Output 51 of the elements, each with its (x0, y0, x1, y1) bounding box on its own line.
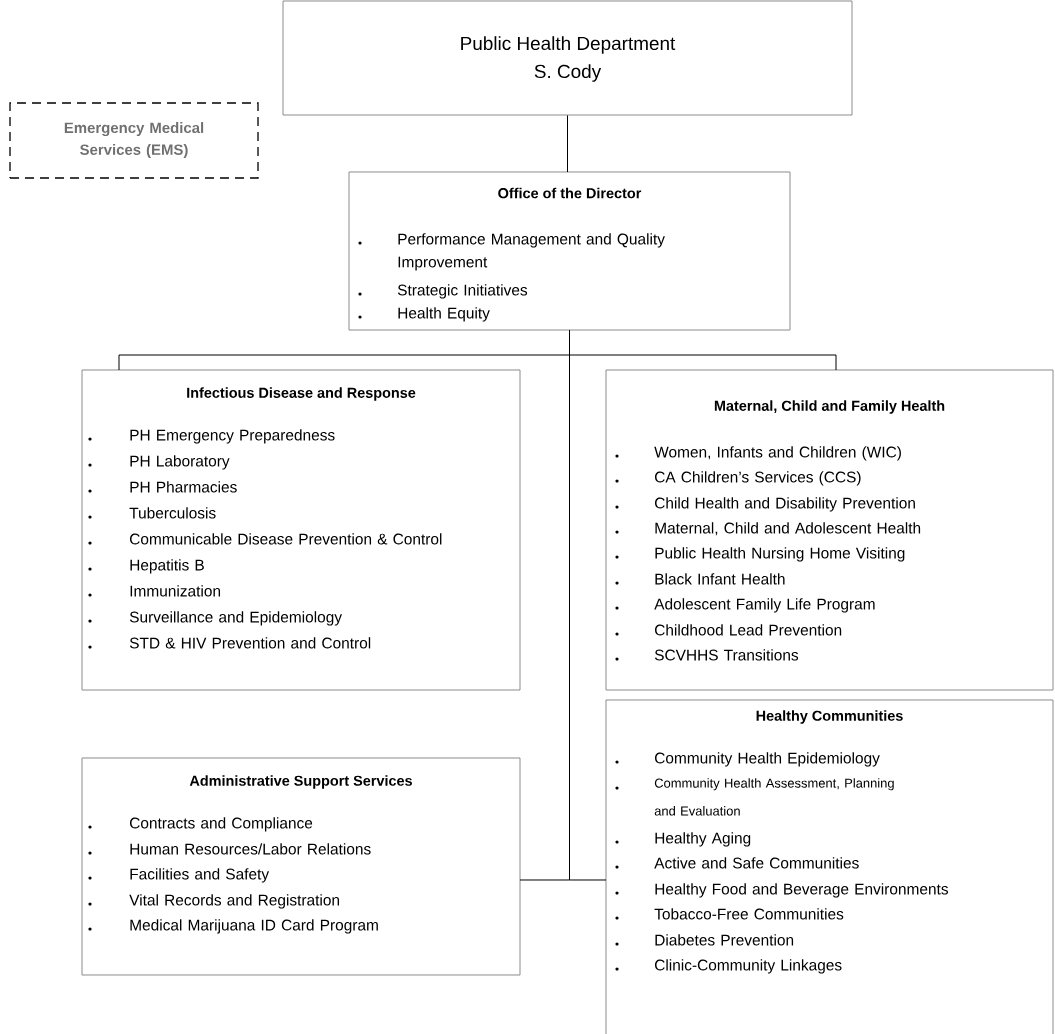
bullet-item: Contracts and Compliance (88, 817, 313, 832)
bullet-item: Black Infant Health (615, 573, 785, 585)
box-heading: Maternal, Child and Family Health (714, 400, 945, 414)
connector-line (569, 329, 607, 881)
bullet-item: Immunization (88, 585, 220, 597)
bullet-item: Human Resources/Labor Relations (88, 843, 371, 855)
bullet-item: Vital Records and Registration (88, 894, 339, 909)
box-heading: Infectious Disease and Response (187, 387, 416, 401)
bullet-item: Child Health and Disability Prevention (615, 497, 915, 512)
org-box (81, 757, 521, 976)
bullet-item: Health Equity (358, 307, 490, 322)
bullet-item: Public Health Nursing Home Visiting (615, 547, 905, 562)
bullet-item: PH Pharmacies (88, 481, 237, 493)
connector-line (567, 114, 568, 173)
bullet-item: Healthy Food and Beverage Environments (615, 883, 948, 898)
bullet-item: Clinic-Community Linkages (615, 959, 842, 974)
bullet-item: PH Laboratory (88, 455, 230, 470)
bullet-item: Childhood Lead Prevention (615, 624, 842, 636)
bullet-item: Community Health Assessment, Planning and Evaluation (615, 778, 894, 816)
bullet-item: PH Emergency Preparedness (88, 429, 335, 444)
box-heading: Public Health Department (461, 36, 676, 54)
org-box (282, 0, 853, 116)
org-box (9, 102, 259, 179)
bullet-item: Facilities and Safety (88, 868, 270, 883)
box-heading: S. Cody (534, 64, 602, 82)
bullet-item: Diabetes Prevention (615, 934, 794, 946)
bullet-item: Communicable Disease Prevention & Control (88, 533, 442, 545)
box-heading: Emergency Medical Services (EMS) (64, 122, 204, 158)
bullet-item: Maternal, Child and Adolescent Health (615, 522, 921, 536)
box-heading: Administrative Support Services (189, 775, 412, 789)
bullet-item: CA Children’s Services (CCS) (615, 471, 861, 486)
bullet-item: Surveillance and Epidemiology (88, 611, 342, 626)
box-heading: Healthy Communities (756, 710, 903, 724)
bullet-item: Tobacco-Free Communities (615, 908, 844, 920)
bullet-item: Active and Safe Communities (615, 857, 859, 869)
bullet-item: SCVHHS Transitions (615, 649, 799, 661)
org-box (605, 369, 1054, 691)
box-heading: Office of the Director (498, 187, 642, 199)
org-box (605, 699, 1054, 1034)
bullet-item: Medical Marijuana ID Card Program (88, 919, 378, 934)
bullet-item: Community Health Epidemiology (615, 752, 880, 767)
org-box (348, 171, 791, 331)
bullet-item: Performance Management and Quality Improvement (358, 233, 665, 271)
bullet-item: Tuberculosis (88, 507, 216, 519)
org-box (81, 369, 521, 691)
bullet-item: STD & HIV Prevention and Control (88, 637, 371, 649)
bullet-item: Healthy Aging (615, 832, 751, 847)
bullet-item: Adolescent Family Life Program (615, 598, 875, 613)
bullet-item: Women, Infants and Children (WIC) (615, 446, 901, 461)
bullet-item: Hepatitis B (88, 559, 204, 574)
bullet-item: Strategic Initiatives (358, 284, 528, 299)
